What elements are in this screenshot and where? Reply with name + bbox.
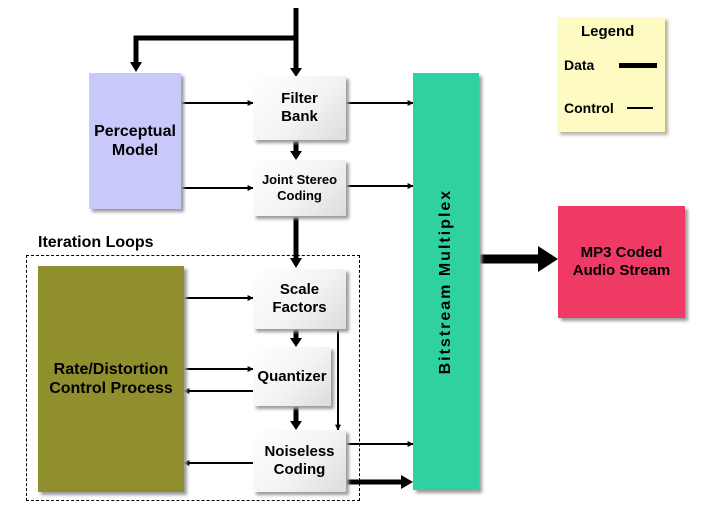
input-to-filter-bank-arrowhead: [290, 68, 302, 77]
input-to-perceptual-arrowhead: [130, 62, 142, 72]
perceptual-model-label: Perceptual Model: [94, 122, 176, 159]
noiseless-data-to-mux-arrowhead: [401, 475, 413, 489]
mp3-coded-audio-stream-block: MP3 Coded Audio Stream: [558, 206, 685, 318]
legend-control-label: Control: [564, 100, 614, 116]
rate-distortion-control-block: Rate/Distortion Control Process: [38, 266, 184, 492]
bitstream-multiplex-label: Bitstream Multiplex: [437, 188, 455, 375]
legend-data-line-sample: [619, 63, 657, 68]
scale-factors-label: Scale Factors: [272, 281, 327, 316]
perceptual-model-block: Perceptual Model: [89, 73, 181, 209]
noiseless-coding-label: Noiseless Coding: [264, 443, 335, 478]
joint-to-scale-arrowhead: [290, 258, 302, 268]
joint-stereo-coding-label: Joint Stereo Coding: [261, 172, 338, 203]
mp3-coded-audio-stream-label: MP3 Coded Audio Stream: [572, 244, 671, 279]
legend-data-label: Data: [564, 57, 595, 73]
scale-to-quantizer-arrowhead: [290, 338, 302, 347]
filter-bank-label: Filter Bank: [281, 90, 318, 125]
noiseless-coding-block: Noiseless Coding: [253, 430, 346, 492]
input-data-line: [133, 8, 299, 64]
quantizer-label: Quantizer: [257, 367, 327, 385]
joint-stereo-coding-block: Joint Stereo Coding: [253, 160, 346, 216]
iteration-loops-frame: [26, 255, 360, 501]
quantizer-block: Quantizer: [253, 347, 331, 406]
filter-to-joint-arrowhead: [290, 151, 302, 160]
iteration-loops-label: Iteration Loops: [38, 234, 154, 251]
rate-distortion-control-label: Rate/Distortion Control Process: [49, 360, 173, 397]
filter-bank-block: Filter Bank: [253, 76, 346, 140]
mux-to-output-arrowhead: [538, 246, 558, 272]
quantizer-to-noiseless-arrowhead: [290, 421, 302, 430]
legend-title: Legend: [581, 23, 635, 40]
bitstream-multiplex-block: Bitstream Multiplex: [413, 73, 479, 490]
scale-factors-block: Scale Factors: [253, 269, 346, 329]
legend-box: Legend Data Control: [557, 17, 665, 132]
legend-control-line-sample: [627, 107, 653, 109]
